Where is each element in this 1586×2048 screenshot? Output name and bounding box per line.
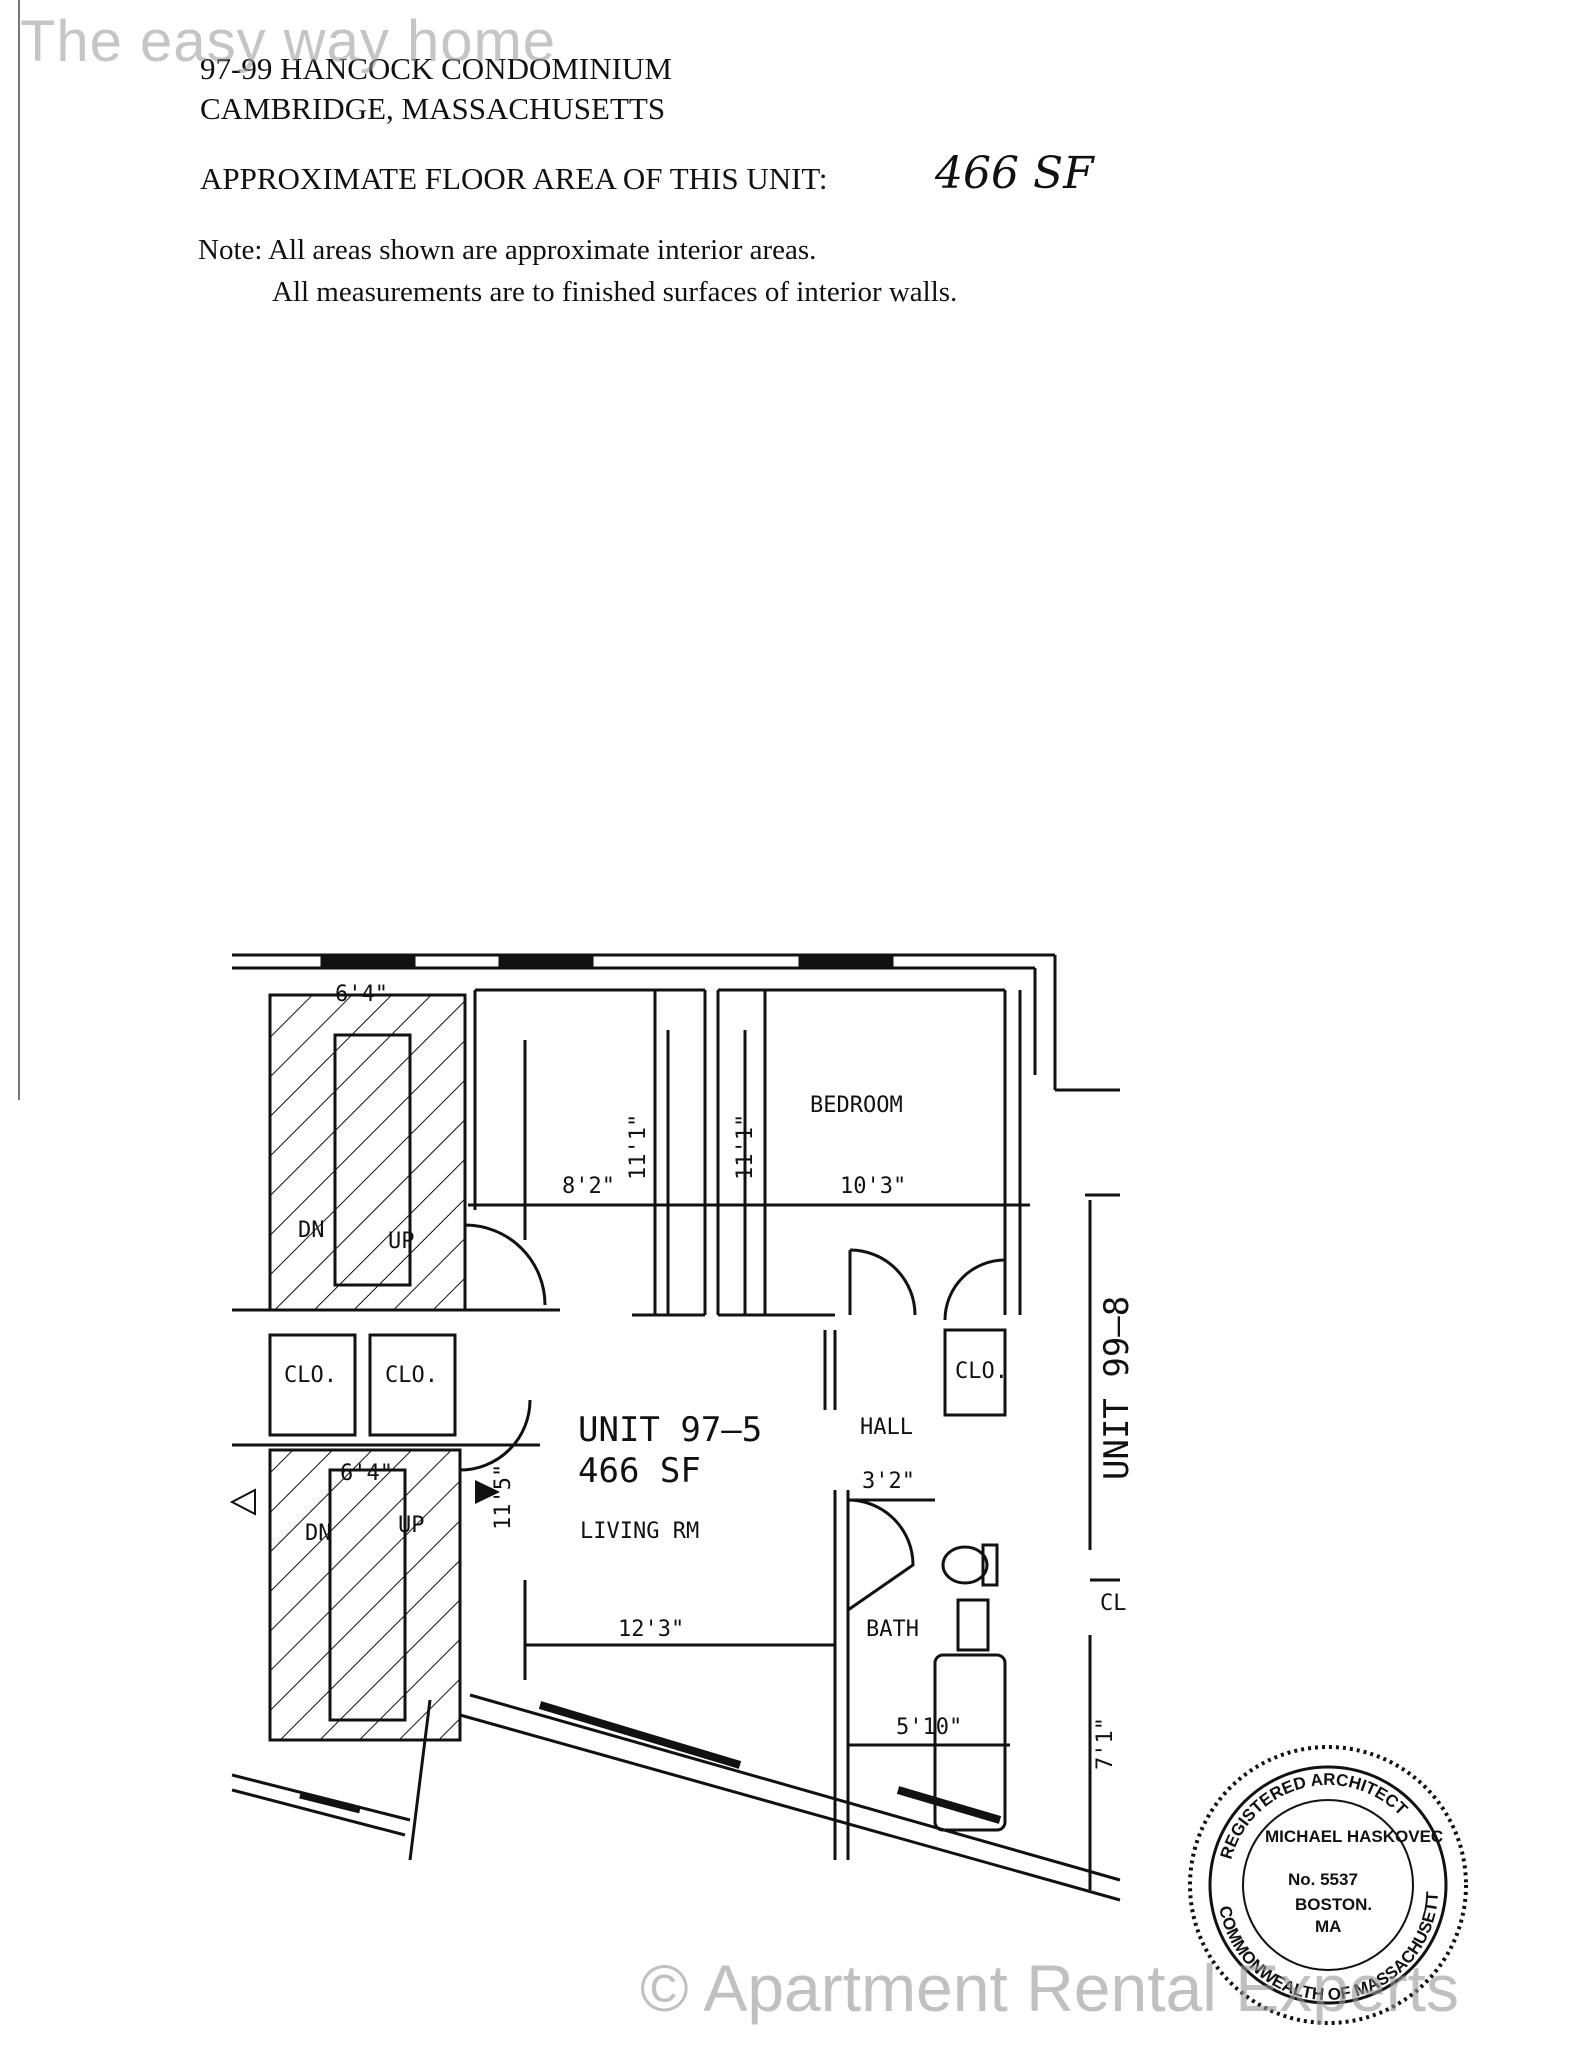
unit-area: 466 SF (578, 1451, 701, 1491)
living-width: 12'3" (618, 1617, 684, 1642)
watermark-top: The easy way home (20, 9, 557, 74)
stair-upper-dn-label: DN (298, 1218, 325, 1243)
seal-city: BOSTON. (1295, 1895, 1372, 1914)
bedroom-width: 10'3" (840, 1174, 906, 1199)
bedroom-depth: 11'1" (733, 1114, 758, 1180)
neighbor-unit-label: UNIT 99–8 (1097, 1296, 1137, 1480)
room-a-depth: 11'1" (626, 1114, 651, 1180)
seal-top-arc: REGISTERED ARCHITECT (1217, 1770, 1412, 1861)
bath-width: 5'10" (896, 1715, 962, 1740)
svg-text:REGISTERED ARCHITECT: REGISTERED ARCHITECT (1217, 1770, 1412, 1861)
building-name: 97-99 HANCOCK CONDOMINIUM (200, 51, 672, 86)
svg-text:COMMONWEALTH OF MASSACHUSETTS: COMMONWEALTH OF MASSACHUSETTS (0, 0, 1442, 2004)
stair-upper-width: 6'4" (335, 982, 388, 1007)
arrow-right-icon (475, 1480, 500, 1504)
hall-label: HALL (860, 1415, 913, 1440)
seal-bottom-arc: COMMONWEALTH OF MASSACHUSETTS (0, 0, 1442, 2004)
stair-lower-width: 6'4" (340, 1461, 393, 1486)
cut-closet-label: CL (1100, 1591, 1127, 1616)
closet-1-label: CLO. (284, 1363, 337, 1388)
living-depth: 11'5" (491, 1464, 516, 1530)
seal-number: No. 5537 (1288, 1870, 1358, 1889)
stair-lower-up-label: UP (398, 1513, 425, 1538)
note-line-1: Note: All areas shown are approximate in… (198, 234, 817, 266)
right-cut-dimension: 7'1" (1093, 1717, 1118, 1770)
room-a-width: 8'2" (562, 1174, 615, 1199)
hall-width: 3'2" (862, 1469, 915, 1494)
building-city: CAMBRIDGE, MASSACHUSETTS (200, 91, 666, 126)
living-room-label: LIVING RM (580, 1519, 699, 1544)
unit-name: UNIT 97–5 (578, 1410, 762, 1450)
seal-state: MA (1315, 1917, 1341, 1936)
scan-edge-line (18, 0, 20, 1100)
area-label: APPROXIMATE FLOOR AREA OF THIS UNIT: (200, 161, 828, 196)
note-line-2: All measurements are to finished surface… (272, 276, 958, 308)
stair-upper-up-label: UP (388, 1229, 415, 1254)
watermark-bottom: © Apartment Rental Experts (640, 1951, 1460, 2025)
architect-seal: REGISTERED ARCHITECT COMMONWEALTH OF MAS… (0, 0, 1468, 2025)
seal-name: MICHAEL HASKOVEC (1265, 1827, 1443, 1846)
closet-2-label: CLO. (385, 1363, 438, 1388)
arrow-left-icon (229, 1488, 256, 1516)
stair-lower-dn-label: DN (305, 1521, 332, 1546)
bedroom-label: BEDROOM (810, 1093, 903, 1118)
bath-label: BATH (866, 1617, 919, 1642)
handwritten-area-value: 466 SF (935, 148, 1094, 199)
closet-3-label: CLO. (955, 1359, 1008, 1384)
